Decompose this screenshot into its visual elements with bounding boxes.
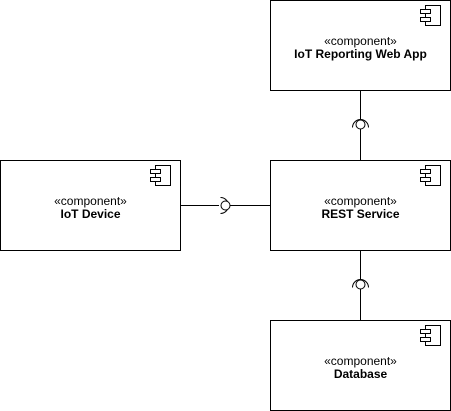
connector-database-rest [352,250,369,320]
component-box[interactable] [270,160,451,251]
component-icon [420,165,441,186]
component-database[interactable]: «component» Database [270,320,451,411]
component-name: Database [334,367,388,381]
component-rest-service[interactable]: «component» REST Service [270,160,451,251]
connector-device-rest [180,197,270,214]
component-stereotype: «component» [324,34,397,48]
provided-interface-ball-rest-top [355,119,366,130]
component-name: REST Service [321,207,399,221]
component-box[interactable] [0,160,181,251]
connector-webapp-rest [352,90,369,160]
provided-interface-ball-rest-left [220,200,231,211]
component-iot-reporting-web-app[interactable]: «component» IoT Reporting Web App [270,0,451,91]
component-stereotype: «component» [324,354,397,368]
component-box[interactable] [270,320,451,411]
component-name: IoT Reporting Web App [294,47,427,61]
provided-interface-ball-rest-bottom [355,279,366,290]
component-icon [420,5,441,26]
component-stereotype: «component» [324,194,397,208]
component-icon [150,165,171,186]
component-icon [420,325,441,346]
component-iot-device[interactable]: «component» IoT Device [0,160,181,251]
component-name: IoT Device [60,207,120,221]
component-stereotype: «component» [54,194,127,208]
